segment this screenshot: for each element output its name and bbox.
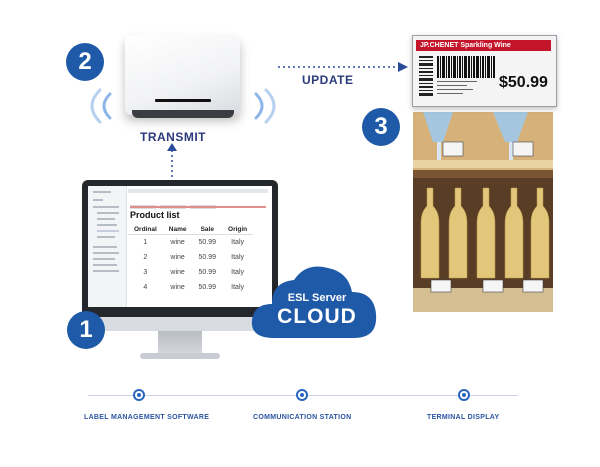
- timeline-label-station: COMMUNICATION STATION: [253, 414, 352, 421]
- table-cell: 1: [143, 239, 148, 246]
- software-header: [128, 189, 268, 193]
- esl-fine-print: [437, 81, 477, 94]
- step-1-badge: 1: [67, 311, 105, 349]
- table-cell: Italy: [231, 269, 244, 276]
- communication-station-device: [125, 35, 240, 115]
- store-shelf-photo: [413, 112, 553, 312]
- column-header: Ordinal: [128, 224, 163, 235]
- cloud-label-line2: CLOUD: [277, 305, 357, 328]
- vertical-barcode-icon: [419, 56, 433, 96]
- table-cell: 2: [143, 254, 148, 261]
- table-row: 1 wine 50.99 Italy: [128, 235, 253, 251]
- table-cell: wine: [170, 254, 185, 261]
- table-cell: 50.99: [198, 239, 217, 246]
- table-row: 3 wine 50.99 Italy: [128, 265, 253, 280]
- esl-price: $50.99: [499, 74, 548, 91]
- table-cell: 3: [143, 269, 148, 276]
- timeline-label-display: TERMINAL DISPLAY: [427, 414, 500, 421]
- step-2-badge: 2: [66, 43, 104, 81]
- table-cell: Italy: [231, 254, 244, 261]
- table-cell: Italy: [231, 284, 244, 291]
- column-header: Name: [162, 224, 193, 235]
- signal-waves-left-icon: [90, 88, 112, 124]
- table-cell: 50.99: [198, 254, 217, 261]
- monitor-stand-neck: [158, 331, 202, 355]
- monitor-stand-foot: [140, 353, 220, 359]
- station-base: [132, 110, 234, 118]
- column-header: Origin: [222, 224, 254, 235]
- update-arrow-icon: [278, 62, 408, 72]
- step-3-badge: 3: [362, 108, 400, 146]
- table-header-row: Ordinal Name Sale Origin: [128, 224, 254, 235]
- signal-waves-right-icon: [254, 88, 276, 124]
- table-cell: Italy: [231, 239, 244, 246]
- table-cell: 50.99: [198, 284, 217, 291]
- cloud-label-line1: ESL Server: [287, 292, 347, 304]
- table-cell: wine: [170, 239, 185, 246]
- station-led-slot: [155, 99, 211, 102]
- product-list-title: Product list: [130, 210, 180, 220]
- transmit-arrow-icon: [167, 143, 177, 182]
- timeline-node: [133, 389, 145, 401]
- transmit-caption: TRANSMIT: [140, 130, 206, 144]
- barcode-icon: [437, 56, 495, 78]
- table-cell: 4: [143, 284, 148, 291]
- electronic-shelf-label: JP.CHENET Sparkling Wine $50.99: [412, 35, 557, 107]
- notice-line: [130, 206, 266, 208]
- monitor-chin: [82, 317, 278, 331]
- column-header: Sale: [192, 224, 223, 235]
- update-caption: UPDATE: [302, 73, 354, 87]
- timeline-node: [458, 389, 470, 401]
- table-row: 4 wine 50.99 Italy: [128, 280, 253, 295]
- software-sidebar: [88, 186, 127, 307]
- table-cell: 50.99: [198, 269, 217, 276]
- table-cell: wine: [170, 269, 185, 276]
- product-table: Ordinal Name Sale Origin 1 wine 50.99 It…: [128, 224, 254, 295]
- table-row: 2 wine 50.99 Italy: [128, 250, 253, 265]
- timeline-label-software: LABEL MANAGEMENT SOFTWARE: [84, 414, 210, 421]
- timeline-node: [296, 389, 308, 401]
- table-cell: wine: [170, 284, 185, 291]
- cloud-icon: [251, 266, 377, 338]
- esl-header: JP.CHENET Sparkling Wine: [416, 40, 551, 51]
- software-screen: Product list Ordinal Name Sale Origin 1 …: [88, 186, 272, 307]
